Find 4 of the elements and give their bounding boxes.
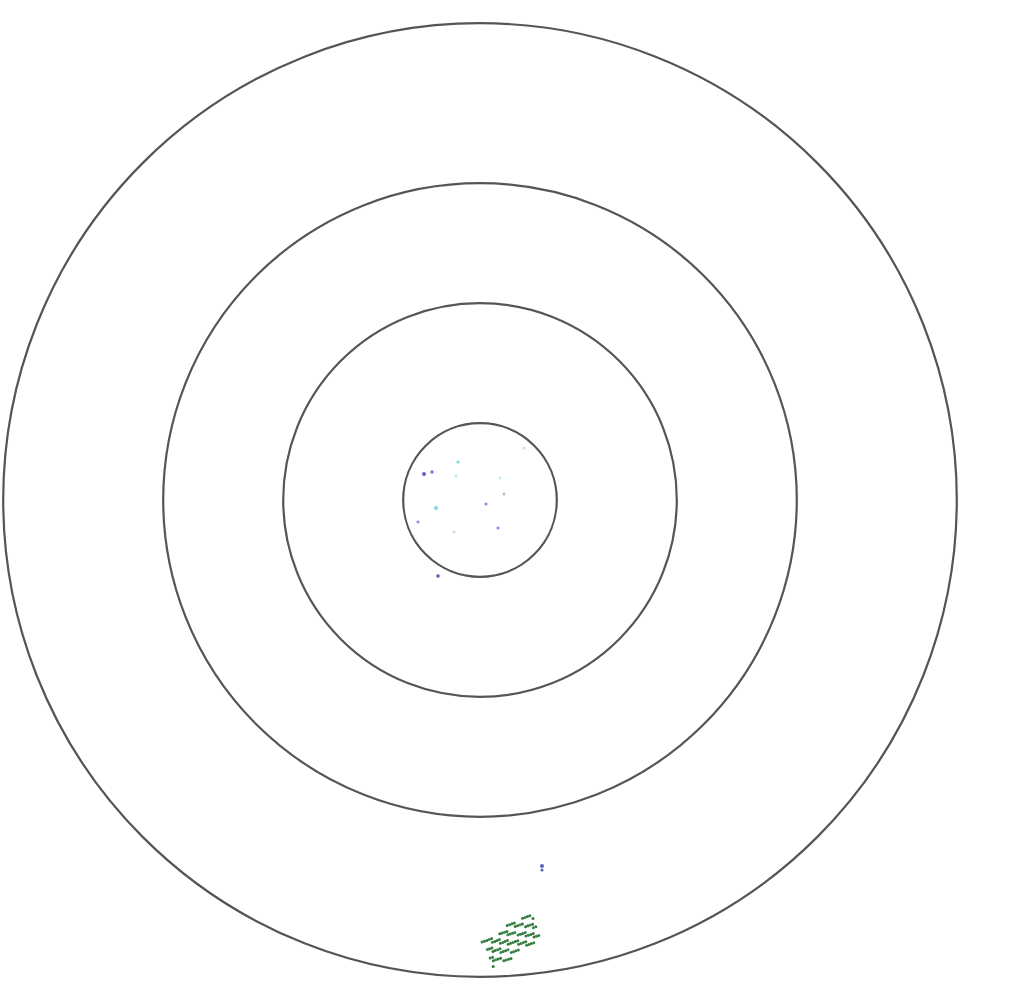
ring (282, 302, 678, 698)
ring (402, 422, 558, 578)
ring (2, 22, 958, 978)
ring (162, 182, 798, 818)
